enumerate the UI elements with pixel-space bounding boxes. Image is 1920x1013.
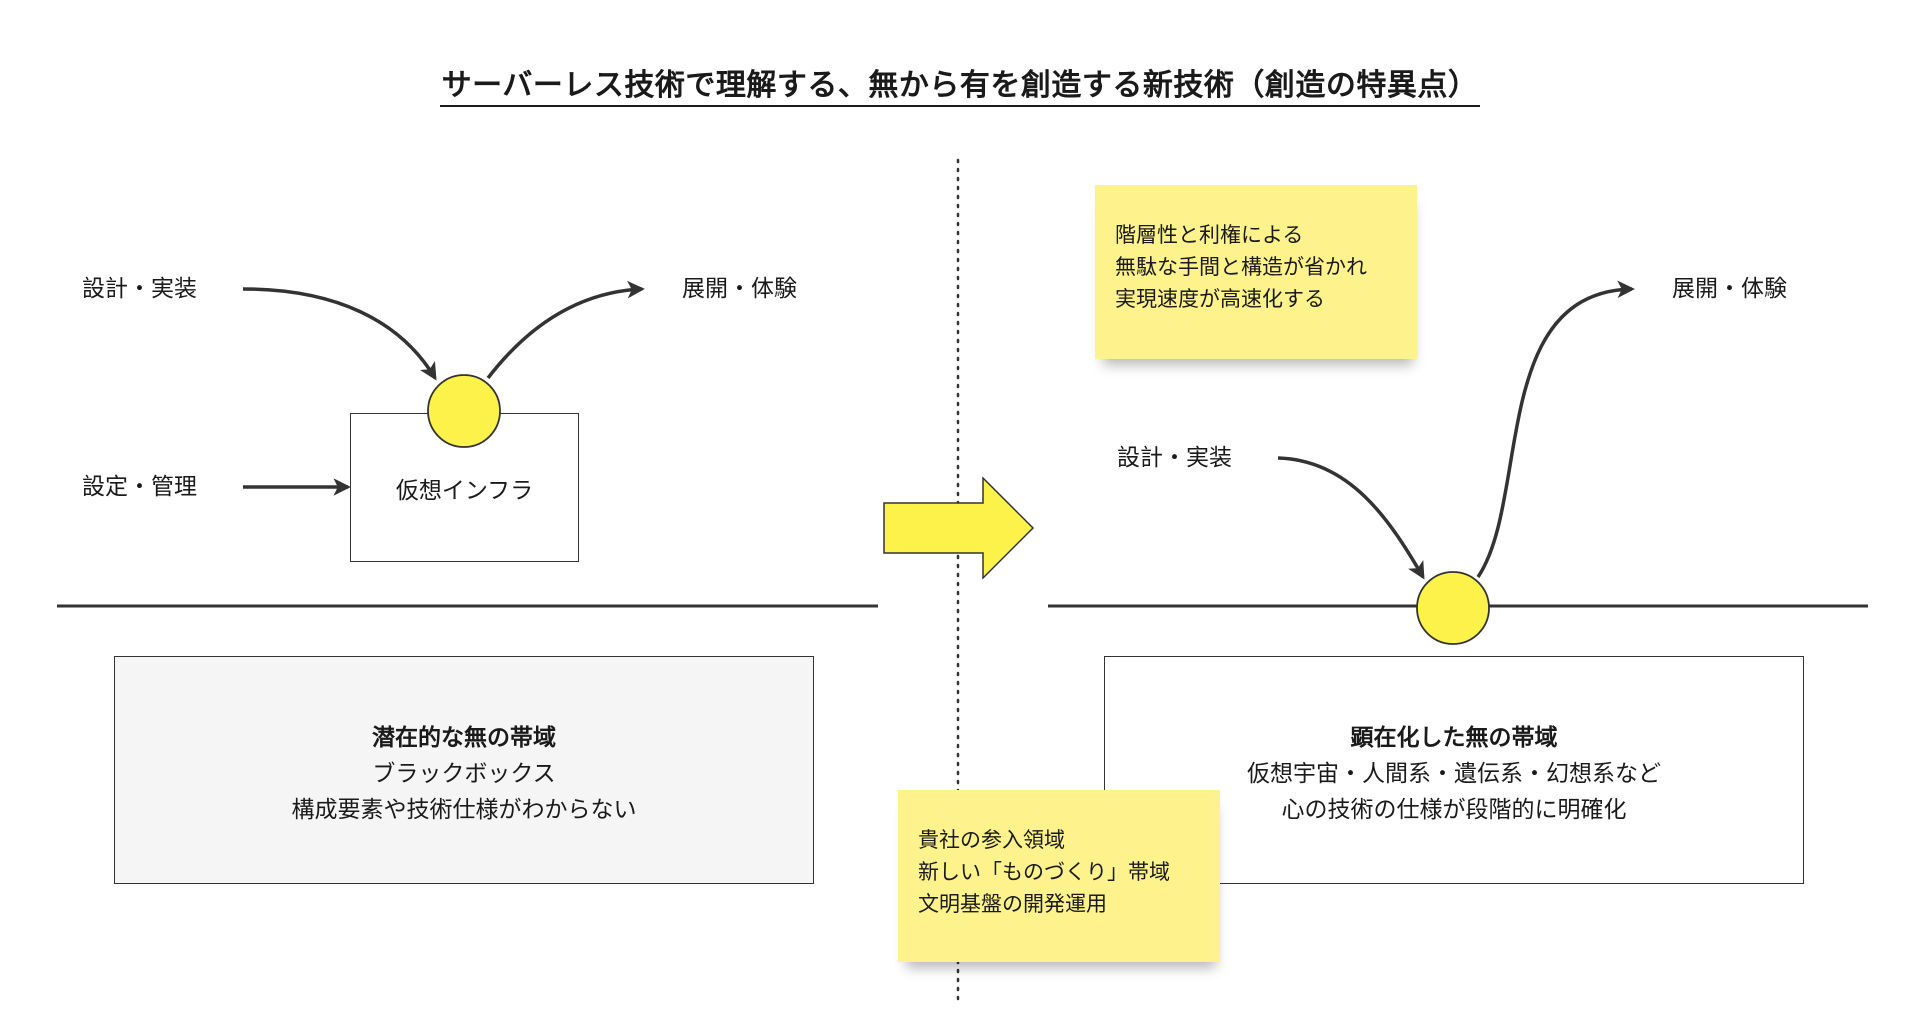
sticky-note-bottom-line1: 貴社の参入領域 bbox=[918, 828, 1065, 852]
sticky-note-top-line1: 階層性と利権による bbox=[1115, 223, 1304, 247]
latent-zone-box: 潜在的な無の帯域 ブラックボックス 構成要素や技術仕様がわからない bbox=[114, 656, 814, 884]
right-design-label: 設計・実装 bbox=[1117, 445, 1232, 471]
virtual-infra-label: 仮想インフラ bbox=[395, 477, 534, 504]
sticky-note-bottom: 貴社の参入領域 新しい「ものづくり」帯域 文明基盤の開発運用 bbox=[898, 790, 1220, 962]
latent-zone-title: 潜在的な無の帯域 bbox=[372, 725, 556, 751]
page-title: サーバーレス技術で理解する、無から有を創造する新技術（創造の特異点） bbox=[0, 60, 1920, 107]
sticky-note-top-line3: 実現速度が高速化する bbox=[1115, 287, 1325, 311]
right-singularity-circle bbox=[1416, 571, 1490, 645]
manifest-zone-line2: 心の技術の仕様が段階的に明確化 bbox=[1281, 797, 1627, 823]
left-singularity-circle bbox=[427, 374, 501, 448]
right-design-arrow bbox=[1277, 456, 1425, 580]
transition-arrow bbox=[883, 476, 1035, 580]
left-deploy-arrow bbox=[486, 280, 645, 380]
sticky-note-bottom-line3: 文明基盤の開発運用 bbox=[918, 892, 1107, 916]
sticky-note-top: 階層性と利権による 無駄な手間と構造が省かれ 実現速度が高速化する bbox=[1095, 185, 1417, 359]
manifest-zone-line1: 仮想宇宙・人間系・遺伝系・幻想系など bbox=[1247, 761, 1661, 787]
sticky-note-top-line2: 無駄な手間と構造が省かれ bbox=[1115, 255, 1367, 279]
left-deploy-label: 展開・体験 bbox=[682, 276, 797, 302]
latent-zone-line1: ブラックボックス bbox=[372, 761, 556, 787]
sticky-note-bottom-line2: 新しい「ものづくり」帯域 bbox=[918, 860, 1170, 884]
manifest-zone-title: 顕在化した無の帯域 bbox=[1350, 725, 1558, 751]
right-deploy-label: 展開・体験 bbox=[1672, 276, 1787, 302]
right-deploy-arrow bbox=[1476, 280, 1635, 578]
latent-zone-line2: 構成要素や技術仕様がわからない bbox=[291, 797, 637, 823]
manifest-zone-box: 顕在化した無の帯域 仮想宇宙・人間系・遺伝系・幻想系など 心の技術の仕様が段階的… bbox=[1104, 656, 1804, 884]
page-title-text: サーバーレス技術で理解する、無から有を創造する新技術（創造の特異点） bbox=[439, 68, 1481, 107]
left-design-arrow bbox=[242, 287, 437, 381]
left-design-label: 設計・実装 bbox=[82, 276, 197, 302]
left-config-label: 設定・管理 bbox=[82, 474, 197, 500]
